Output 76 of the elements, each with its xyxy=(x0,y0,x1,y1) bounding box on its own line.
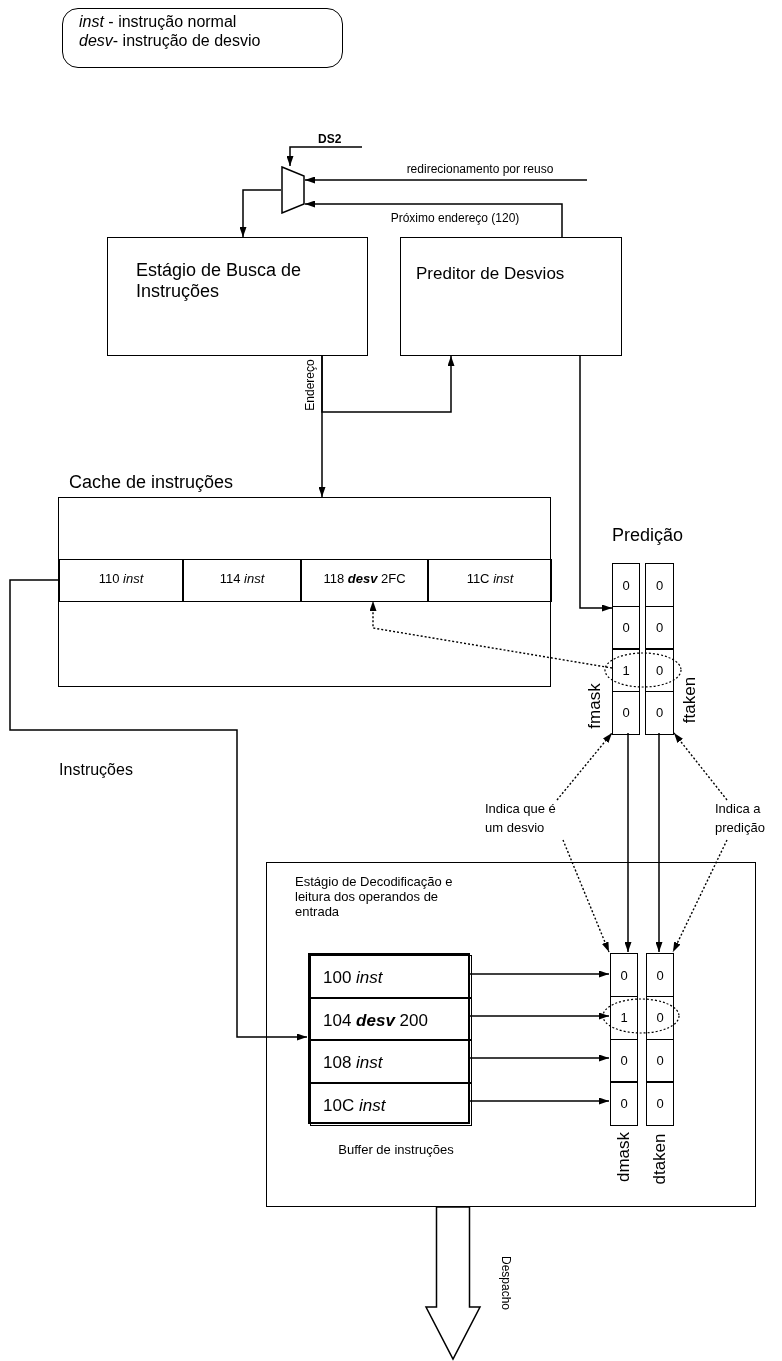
bit-cell: 0 xyxy=(645,563,674,607)
bit-cell: 0 xyxy=(645,690,674,735)
table-cell xyxy=(301,559,428,602)
table-heading: Predição xyxy=(612,525,684,546)
arrow xyxy=(655,732,663,953)
bit-cell: 0 xyxy=(645,648,674,692)
dotted-arrow xyxy=(556,732,613,801)
arrow xyxy=(239,189,282,238)
annotation-text: DS2 xyxy=(318,131,364,147)
table-cell xyxy=(59,559,183,602)
note-text: inst - instrução normal xyxy=(79,13,237,32)
table-cell xyxy=(310,998,472,1040)
edge-label: Instruções xyxy=(58,760,134,780)
arrow xyxy=(624,732,632,953)
caption-text: dtaken xyxy=(650,1133,670,1185)
note-box xyxy=(62,8,343,68)
cell-text: 104 desv 200 xyxy=(323,1011,428,1031)
cell-text: 100 inst xyxy=(323,968,383,988)
annotation-text: Indica que é um desvio xyxy=(485,800,567,840)
table-cell xyxy=(428,559,552,602)
dotted-arrow xyxy=(562,839,610,953)
process-box xyxy=(400,237,622,356)
table-cell xyxy=(183,559,301,602)
bit-cell: 0 xyxy=(646,1038,674,1083)
cell-text: 110 inst xyxy=(97,572,145,587)
arrow xyxy=(468,1097,610,1105)
process-box xyxy=(107,237,368,356)
arrow xyxy=(304,176,588,184)
caption-text: ftaken xyxy=(680,676,700,724)
bit-cell: 0 xyxy=(646,953,674,998)
caption-text: Buffer de instruções xyxy=(338,1142,454,1158)
arrow xyxy=(468,1012,610,1020)
stage-box xyxy=(266,862,756,1207)
arrow xyxy=(321,355,455,413)
cell-text: 108 inst xyxy=(323,1053,383,1073)
bit-cell: 1 xyxy=(612,648,640,692)
bit-cell: 1 xyxy=(610,995,638,1040)
arrow xyxy=(579,355,613,612)
bit-cell: 0 xyxy=(610,953,638,998)
table-cell xyxy=(310,1040,472,1083)
annotation-text: Indica a predição xyxy=(715,800,782,840)
block-arrow xyxy=(424,1206,482,1361)
dotted-arrow xyxy=(672,839,728,953)
arrow xyxy=(304,200,563,238)
caption-text: fmask xyxy=(585,683,605,729)
dotted-arrow xyxy=(369,600,613,669)
note-text: desv- instrução de desvio xyxy=(79,32,261,51)
bit-cell: 0 xyxy=(612,605,640,650)
box-label: Preditor de Desvios xyxy=(416,264,565,284)
edge-label: Endereço xyxy=(304,358,318,412)
cell-text: 118 desv 2FC xyxy=(322,572,407,587)
multiplexer-symbol xyxy=(281,166,305,214)
dotted-arrow xyxy=(673,732,728,801)
bit-cell: 0 xyxy=(645,605,674,650)
table-cell xyxy=(310,1083,472,1126)
edge-label: Próximo endereço (120) xyxy=(389,212,521,226)
caption-text: dmask xyxy=(614,1131,634,1183)
cell-text: 114 inst xyxy=(218,572,266,587)
table-cell xyxy=(310,955,472,998)
box-label: Estágio de Decodificação e leitura dos operandos de entrada xyxy=(295,875,454,920)
box-label: Estágio de Busca de Instruções xyxy=(136,260,303,302)
cell-text: 10C inst xyxy=(323,1096,386,1116)
bit-cell: 0 xyxy=(610,1081,638,1126)
arrow xyxy=(468,970,610,978)
edge-label: redirecionamento por reuso xyxy=(405,163,555,177)
block-heading: Cache de instruções xyxy=(69,472,234,493)
bit-cell: 0 xyxy=(646,1081,674,1126)
arrow xyxy=(286,146,363,167)
bit-cell: 0 xyxy=(612,690,640,735)
cell-text: 11C inst xyxy=(465,572,515,587)
arrow xyxy=(9,579,308,1041)
bit-cell: 0 xyxy=(612,563,640,607)
bit-cell: 0 xyxy=(646,995,674,1040)
edge-label: Despacho xyxy=(498,1255,512,1311)
arrow xyxy=(468,1054,610,1062)
bit-cell: 0 xyxy=(610,1038,638,1083)
